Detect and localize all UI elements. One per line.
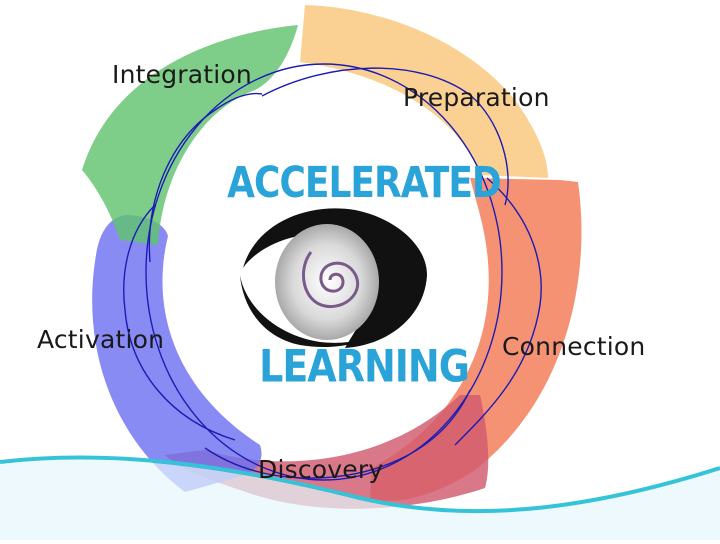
stage-label-connection: Connection (502, 332, 646, 361)
inner-ring (145, 63, 503, 481)
stage-label-preparation: Preparation (403, 83, 550, 112)
stage-label-integration: Integration (112, 60, 252, 89)
logo-spiral-line (302, 251, 360, 309)
stage-label-activation: Activation (37, 325, 165, 354)
blade-line-right (454, 177, 542, 446)
blade-line-top (261, 67, 509, 206)
bottom-wave-fill (0, 459, 720, 540)
stage-label-discovery: Discovery (258, 455, 384, 484)
title-learning: LEARNING (259, 340, 470, 392)
blade-line-left (123, 204, 236, 441)
blade-line-bottom (204, 389, 471, 479)
logo-shell (275, 224, 379, 340)
logo-dark-crescent (243, 208, 427, 349)
logo-dark-wing (240, 275, 390, 348)
band-connection (370, 178, 582, 501)
spiral-logo (240, 208, 427, 349)
bottom-wave-line (0, 455, 720, 514)
band-activation (92, 215, 262, 492)
blade-line-upper-left (148, 92, 263, 263)
band-preparation (300, 5, 548, 178)
title-accelerated: ACCELERATED (227, 159, 502, 208)
